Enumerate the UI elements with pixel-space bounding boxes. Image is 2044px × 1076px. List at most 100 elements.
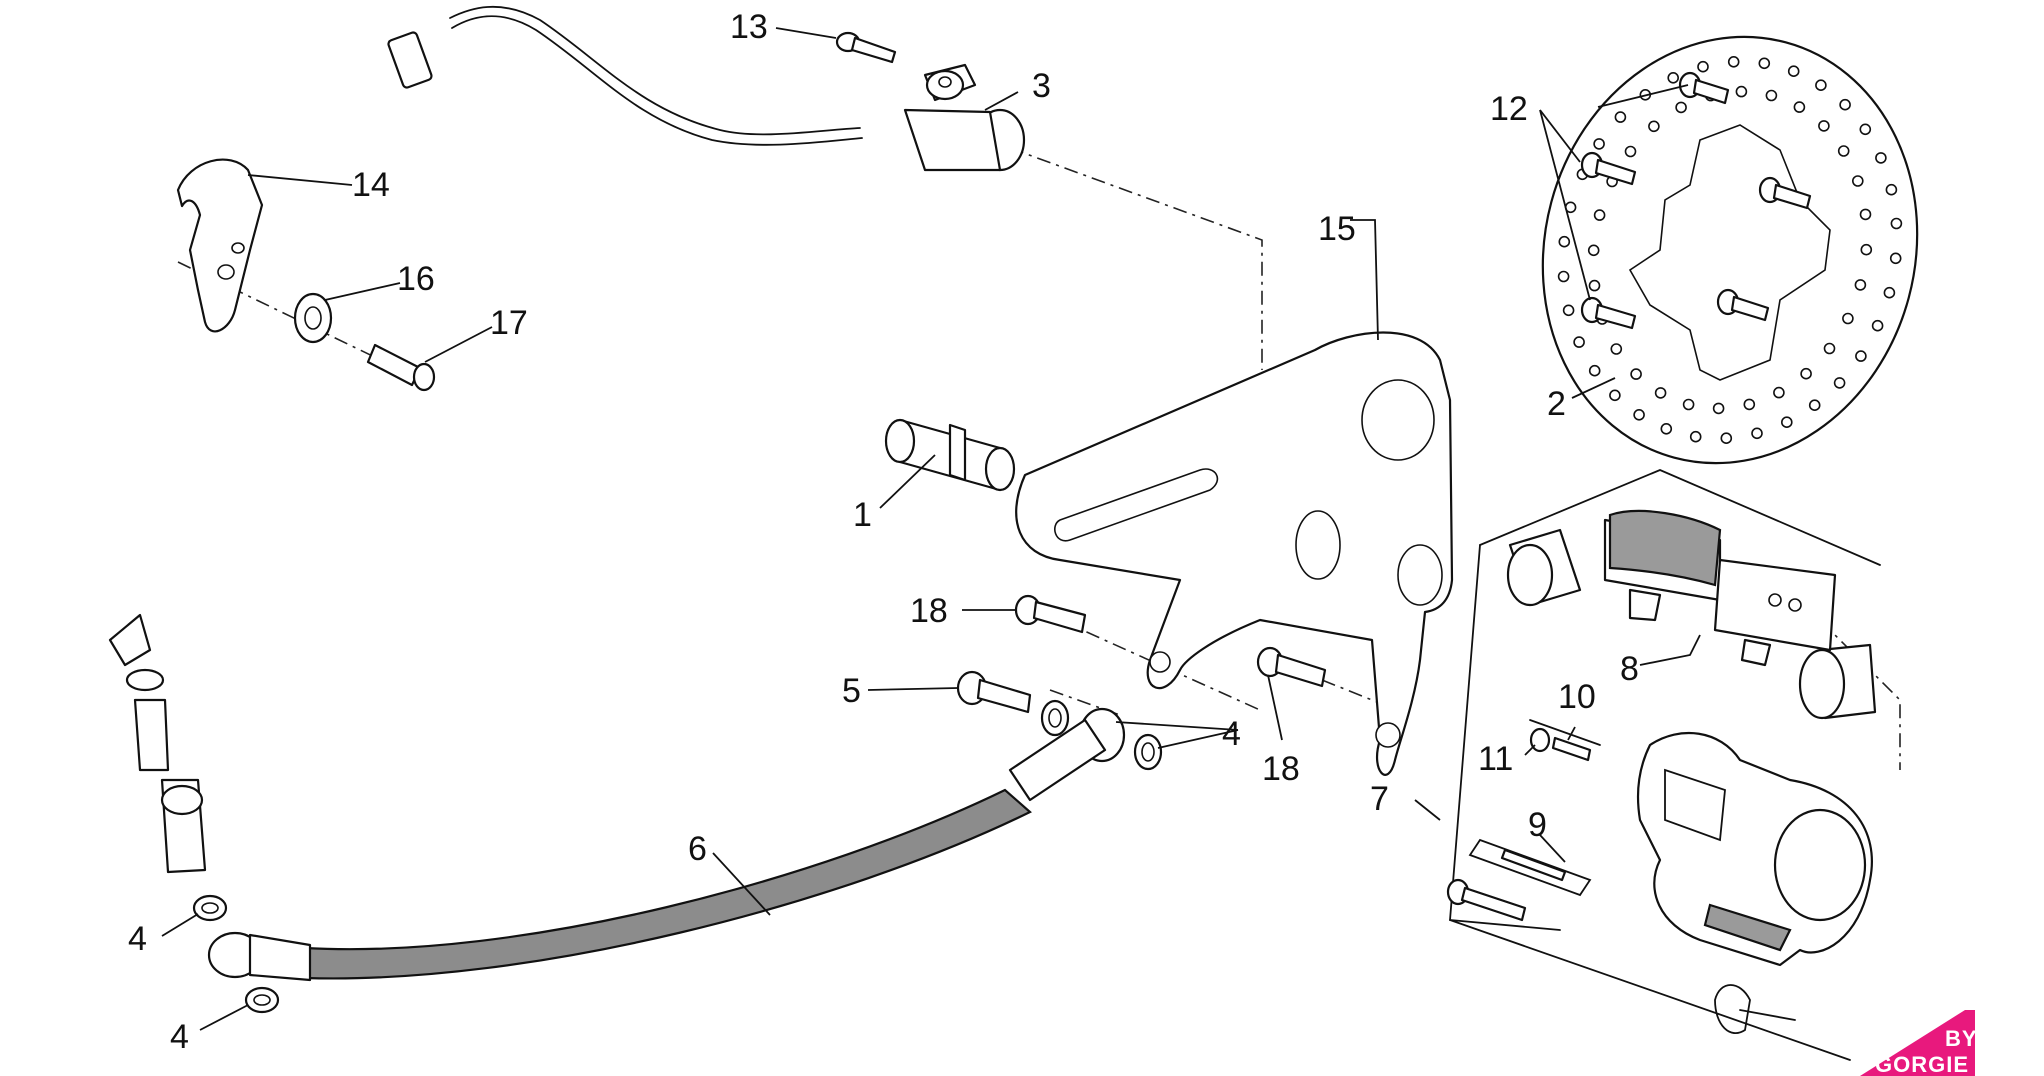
part-1-stud <box>884 418 1016 492</box>
disc-vent-hole <box>1743 398 1756 411</box>
callout-numbers: 13 3 14 16 17 1 15 12 2 18 18 5 4 4 4 6 … <box>128 8 1639 1056</box>
callout-6: 6 <box>688 830 707 868</box>
disc-vent-hole <box>1689 430 1702 443</box>
disc-vent-hole <box>1675 101 1687 114</box>
callout-leader-lines <box>161 27 1701 1031</box>
part-18-bolt-upper <box>1014 594 1087 634</box>
disc-vent-hole <box>1624 145 1637 158</box>
disc-vent-hole <box>1773 386 1785 399</box>
disc-vent-hole <box>1609 389 1621 402</box>
part-3-speed-sensor <box>387 6 1026 172</box>
disc-vent-hole <box>1889 252 1902 265</box>
disc-vent-hole <box>1890 217 1903 230</box>
disc-vent-hole <box>1735 85 1748 98</box>
part-16-washer <box>293 292 333 344</box>
disc-vent-hole <box>1883 286 1896 299</box>
callout-14: 14 <box>352 166 390 204</box>
part-9-pin <box>1446 838 1592 922</box>
callout-15: 15 <box>1318 210 1356 248</box>
callout-17: 17 <box>490 304 528 342</box>
caliper-pistons <box>1506 528 1877 720</box>
disc-vent-hole <box>1610 343 1623 355</box>
disc-vent-hole <box>1758 57 1771 70</box>
disc-vent-hole <box>1648 120 1660 133</box>
disc-vent-hole <box>1854 279 1867 291</box>
watermark-logo: BY GORGIE <box>1860 1010 1978 1076</box>
part-6-brake-hose <box>207 707 1126 982</box>
callout-12: 12 <box>1490 90 1528 128</box>
disc-vent-hole <box>1593 209 1606 221</box>
watermark-line2: GORGIE <box>1875 1052 1969 1076</box>
callout-1: 1 <box>853 496 872 534</box>
disc-vent-hole <box>1818 120 1830 132</box>
disc-vent-hole <box>1859 123 1872 136</box>
disc-vent-hole <box>1697 60 1709 73</box>
callout-10: 10 <box>1558 678 1596 716</box>
disc-vent-hole <box>1800 367 1812 380</box>
disc-vent-hole <box>1793 101 1806 113</box>
part-8-brake-pads <box>1603 509 1837 667</box>
disc-vent-hole <box>1660 422 1673 435</box>
callout-4-right: 4 <box>1222 715 1241 753</box>
disc-vent-hole <box>1588 364 1601 377</box>
callout-3: 3 <box>1032 67 1051 105</box>
disc-vent-hole <box>1751 427 1763 440</box>
disc-vent-hole <box>1823 342 1836 355</box>
disc-vent-hole <box>1852 175 1864 187</box>
callout-7: 7 <box>1370 780 1389 818</box>
callout-4-left-upper: 4 <box>128 920 147 958</box>
part-13-screw <box>835 31 897 64</box>
callout-9: 9 <box>1528 806 1547 844</box>
disc-vent-hole <box>1654 387 1667 399</box>
callout-11: 11 <box>1478 740 1513 778</box>
disc-vent-hole <box>1787 65 1800 77</box>
disc-vent-hole <box>1573 336 1585 348</box>
disc-vent-hole <box>1765 89 1778 102</box>
disc-vent-hole <box>1837 145 1850 157</box>
disc-vent-hole <box>1667 72 1679 84</box>
disc-vent-hole <box>1781 416 1793 429</box>
disc-vent-hole <box>1557 270 1570 283</box>
disc-vent-hole <box>1815 79 1827 91</box>
watermark-line1: BY <box>1945 1026 1978 1051</box>
disc-vent-hole <box>1859 208 1872 221</box>
part-5-banjo-bolt <box>956 670 1032 714</box>
disc-vent-hole <box>1842 312 1854 325</box>
bleed-valve-assembly <box>108 613 207 874</box>
callout-16: 16 <box>397 260 435 298</box>
disc-vent-hole <box>1720 432 1733 445</box>
disc-vent-hole <box>1839 98 1851 111</box>
disc-vent-hole <box>1855 350 1867 362</box>
disc-vent-hole <box>1682 398 1695 411</box>
callout-8: 8 <box>1620 650 1639 688</box>
callout-18-lower: 18 <box>1262 750 1300 788</box>
disc-vent-hole <box>1808 399 1821 412</box>
disc-vent-hole <box>1630 368 1642 380</box>
disc-vent-hole <box>1587 244 1600 257</box>
callout-13: 13 <box>730 8 768 46</box>
disc-vent-hole <box>1558 235 1571 248</box>
disc-vent-hole <box>1588 279 1601 292</box>
disc-vent-hole <box>1562 304 1575 317</box>
part-17-pin <box>366 343 436 392</box>
disc-vent-hole <box>1885 183 1898 196</box>
disc-vent-hole <box>1871 319 1884 332</box>
part-15-caliper-bracket <box>1015 331 1454 776</box>
part-14-bracket <box>176 158 264 333</box>
callout-4-left-lower: 4 <box>170 1018 189 1056</box>
part-11-cap <box>1529 727 1551 753</box>
disc-vent-hole <box>1875 152 1887 164</box>
disc-vent-holes <box>1557 55 1903 445</box>
part-12-disc-screws <box>1580 71 1812 330</box>
part-2-brake-disc <box>1541 35 1919 465</box>
disc-vent-hole <box>1633 408 1645 421</box>
part-18-bolt-lower <box>1256 646 1327 688</box>
disc-vent-hole <box>1860 243 1873 256</box>
disc-vent-hole <box>1614 111 1627 123</box>
callout-2: 2 <box>1547 385 1566 423</box>
callout-5: 5 <box>842 672 861 710</box>
part-4-washers <box>192 699 1163 1014</box>
disc-vent-hole <box>1833 377 1846 389</box>
